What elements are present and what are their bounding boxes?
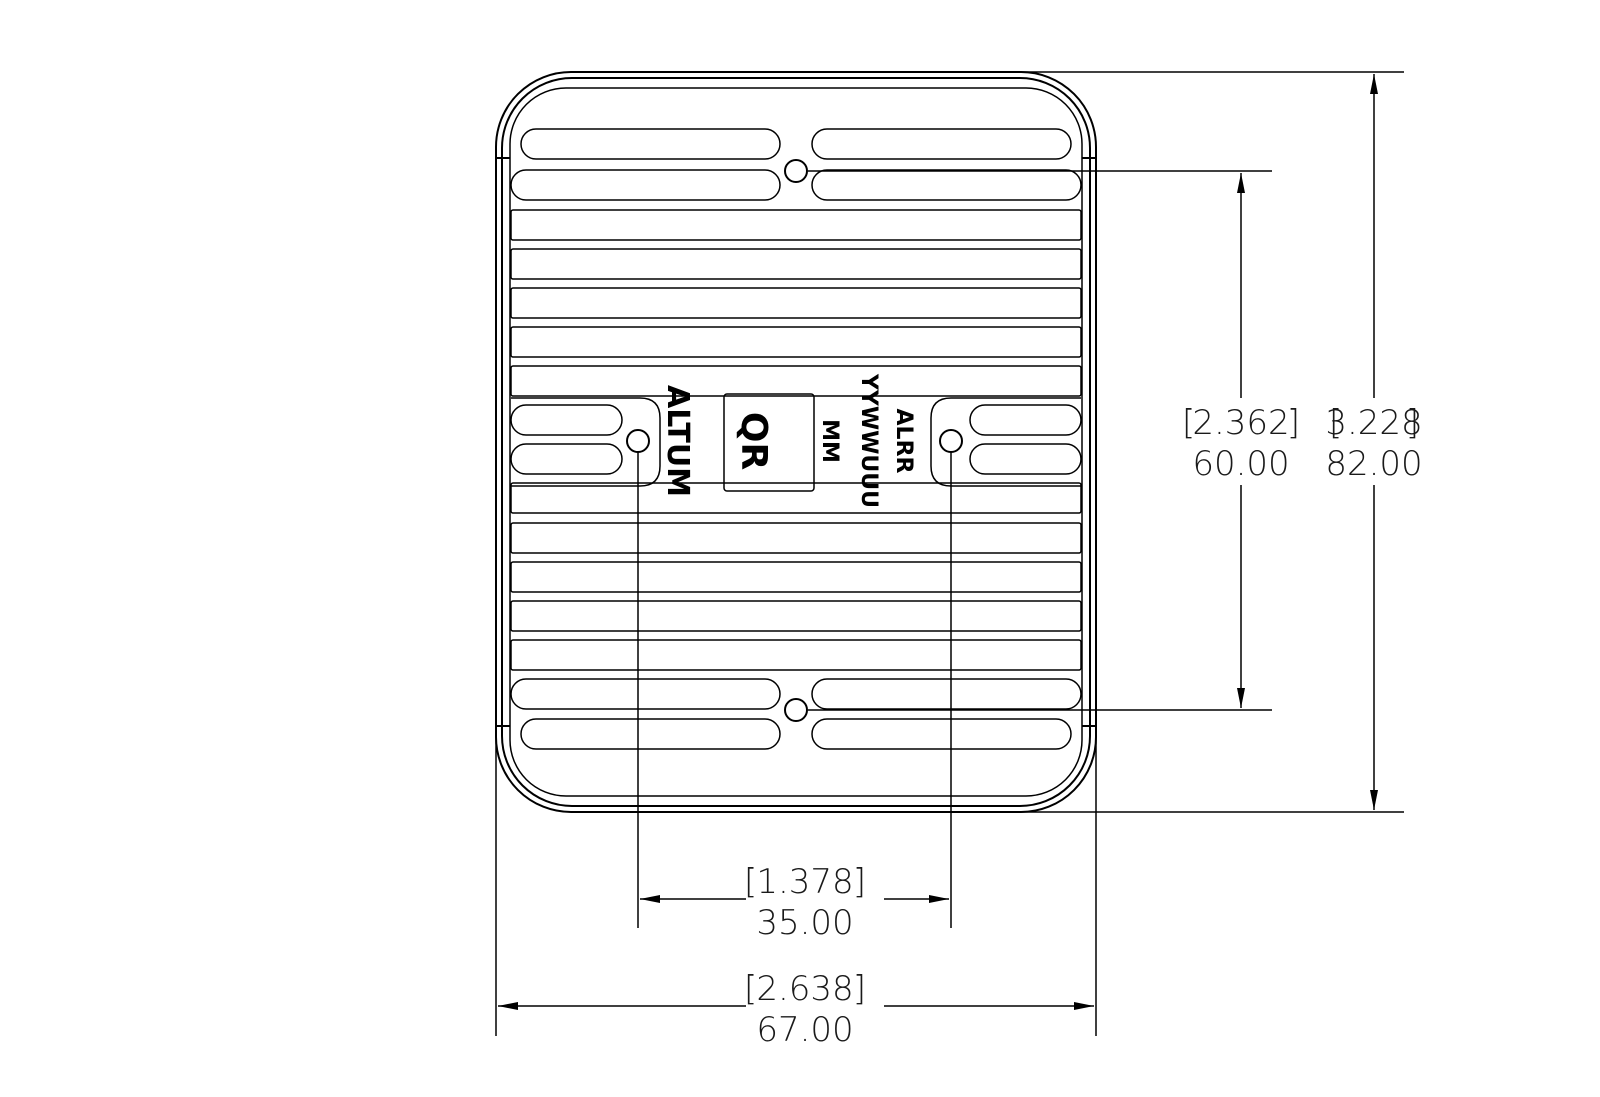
- heatsink-fin: [510, 209, 1082, 241]
- heatsink-fin: [811, 128, 1072, 160]
- dim-total-width-close-bracket: ]: [853, 969, 866, 1009]
- dimension-total-width: [ 2.638 ] 67.00: [495, 724, 1097, 1050]
- heatsink-fin: [510, 326, 1082, 358]
- mounting-hole-right: [939, 429, 963, 453]
- heatsink-fin: [811, 718, 1072, 750]
- dim-hole-pitch-horizontal-open-bracket: [: [744, 862, 757, 902]
- heatsink-fin: [510, 522, 1082, 554]
- heatsink-fin: [510, 365, 1082, 397]
- date-code-marking: YYWWUUU: [856, 373, 881, 508]
- heatsink-fin: [510, 600, 1082, 632]
- heatsink-fin: [811, 169, 1082, 201]
- dim-total-width-inch: 2.638: [756, 969, 853, 1009]
- dim-total-height-open-bracket: [: [1329, 403, 1342, 443]
- dim-hole-pitch-horizontal-close-bracket: ]: [853, 862, 866, 902]
- dim-hole-pitch-horizontal-mm: 35.00: [756, 903, 853, 943]
- heatsink-fin: [510, 561, 1082, 593]
- dimension-hole-pitch-vertical: [ 2.362 ] 60.00: [808, 170, 1300, 711]
- housing-outline: [495, 71, 1097, 813]
- heatsink-fin: [510, 482, 1082, 514]
- dim-total-width-mm: 67.00: [756, 1010, 853, 1050]
- heatsink-fin: [969, 404, 1082, 436]
- dim-total-width-open-bracket: [: [744, 969, 757, 1009]
- heatsink-fin: [510, 678, 781, 710]
- heatsink-fin: [510, 443, 623, 475]
- dim-hole-pitch-vertical-inch: 2.362: [1192, 403, 1289, 443]
- mounting-hole-top: [784, 159, 808, 183]
- dimension-hole-pitch-horizontal: [ 1.378 ] 35.00: [637, 452, 952, 943]
- heatsink-fins: [510, 128, 1082, 750]
- month-code-marking: MM: [817, 419, 842, 463]
- dim-hole-pitch-vertical-mm: 60.00: [1192, 444, 1289, 484]
- label-area: QR ALTUM ALRR YYWWUUU MM: [660, 373, 916, 508]
- dimension-total-height: [ 3.228 ] 82.00: [1012, 71, 1423, 813]
- right-mounting-pad: [930, 397, 1081, 487]
- part-code-marking: ALRR: [891, 409, 916, 474]
- qr-label: QR: [733, 412, 774, 470]
- heatsink-fin: [969, 443, 1082, 475]
- heatsink-fin: [520, 128, 781, 160]
- heatsink-fin: [811, 678, 1082, 710]
- heatsink-fin: [520, 718, 781, 750]
- heatsink-fin: [510, 248, 1082, 280]
- left-mounting-pad: [511, 397, 661, 487]
- qr-code-box: [723, 393, 815, 492]
- mounting-hole-bottom: [784, 698, 808, 722]
- heatsink-fin: [510, 287, 1082, 319]
- heatsink-fin: [510, 169, 781, 201]
- brand-marking: ALTUM: [660, 385, 695, 497]
- heatsink-fin: [510, 639, 1082, 671]
- dim-total-height-mm: 82.00: [1325, 444, 1422, 484]
- dim-total-height-inch: 3.228: [1325, 403, 1422, 443]
- mounting-hole-left: [626, 429, 650, 453]
- dim-hole-pitch-vertical-close-bracket: ]: [1287, 403, 1300, 443]
- heatsink-fin: [510, 404, 623, 436]
- dim-hole-pitch-horizontal-inch: 1.378: [756, 862, 853, 902]
- dim-total-height-close-bracket: ]: [1406, 403, 1419, 443]
- dim-hole-pitch-vertical-open-bracket: [: [1182, 403, 1195, 443]
